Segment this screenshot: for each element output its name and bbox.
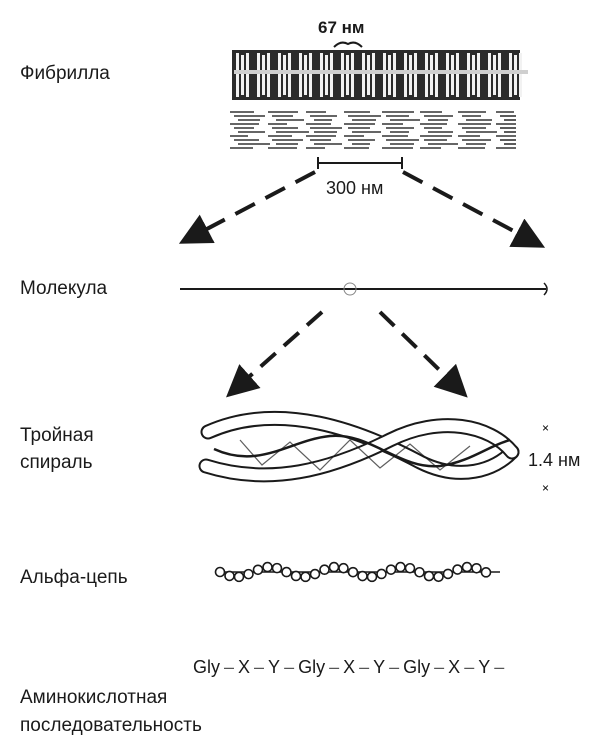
sequence-residue: X: [238, 657, 251, 677]
sequence-dash: –: [359, 657, 370, 677]
label-triple-helix-line1: Тройная: [20, 425, 94, 446]
period-brace: [333, 41, 363, 48]
sequence-dash: –: [254, 657, 265, 677]
measure-molecule-length: 300 нм: [326, 178, 384, 198]
sequence-dash: –: [434, 657, 445, 677]
arrow-fibril-to-molecule-left: [178, 170, 316, 244]
sequence-residue: Y: [478, 657, 491, 677]
sequence-residue: Gly: [403, 657, 431, 677]
sequence-residue: X: [343, 657, 356, 677]
sequence-residue: Y: [268, 657, 281, 677]
label-amino-seq-line2: последовательность: [20, 715, 202, 736]
sequence-residue: Gly: [298, 657, 326, 677]
fibril-banded-image: [232, 50, 528, 100]
helix-strand-3: [213, 434, 511, 468]
helix-diameter-marker-top: ×: [542, 421, 549, 435]
helix-diameter-marker-bottom: ×: [542, 481, 549, 495]
measure-period: 67 нм: [318, 18, 365, 37]
arrow-molecule-to-helix-left: [226, 310, 324, 398]
arrow-molecule-to-helix-right: [378, 310, 468, 398]
molecule-rod: [180, 282, 548, 296]
sequence-dash: –: [224, 657, 235, 677]
fibril-striations: [230, 111, 516, 149]
measure-helix-diameter: 1.4 нм: [528, 450, 581, 470]
sequence-residue: Gly: [193, 657, 220, 677]
amino-acid-sequence: Gly–X–Y–Gly–X–Y–Gly–X–Y–: [193, 657, 504, 678]
alpha-chain: [214, 561, 500, 583]
sequence-dash: –: [389, 657, 400, 677]
label-triple-helix-line2: спираль: [20, 452, 93, 473]
triple-helix: [198, 410, 520, 483]
sequence-residue: X: [448, 657, 461, 677]
sequence-dash: –: [494, 657, 505, 677]
sequence-dash: –: [329, 657, 340, 677]
label-molecule: Молекула: [20, 278, 108, 299]
molecule-length-scale-bar: [317, 157, 403, 169]
sequence-dash: –: [284, 657, 295, 677]
label-amino-seq-line1: Аминокислотная: [20, 687, 168, 708]
sequence-dash: –: [464, 657, 475, 677]
sequence-residue: Y: [373, 657, 386, 677]
label-alpha-chain: Альфа-цепь: [20, 567, 128, 588]
arrow-fibril-to-molecule-right: [402, 170, 546, 248]
label-fibril: Фибрилла: [20, 63, 110, 84]
